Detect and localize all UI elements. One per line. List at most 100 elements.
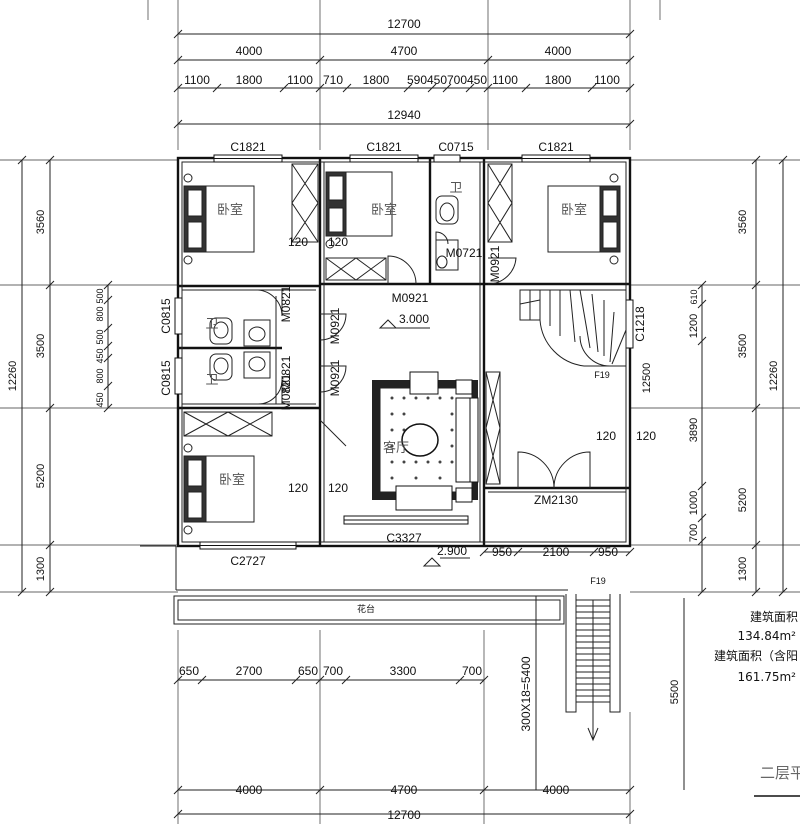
terrace-dim-right: 950 [598, 545, 618, 559]
window-label-9: C3327 [386, 531, 422, 545]
dim-bottom-bay-3: 4000 [543, 783, 570, 797]
dim-left-inner-6: 450 [95, 392, 105, 407]
dim-top-detail-10: 1100 [492, 73, 518, 87]
windows-left [174, 297, 634, 395]
door-label-2: M0921 [328, 307, 342, 344]
dim-left-inner-5: 800 [95, 368, 105, 383]
dim-right-total: 12260 [768, 361, 780, 392]
dim-top-bay-3: 4000 [545, 44, 572, 58]
level-main: 3.000 [399, 312, 429, 326]
dim-bottom-detail-1: 650 [179, 664, 199, 678]
room-label-bath-3: 卫 [205, 373, 218, 388]
area-label-1: 建筑面积 [750, 609, 798, 624]
dim-right-inner-1: 610 [689, 289, 699, 304]
dim-right-1: 3560 [737, 210, 749, 234]
window-label-7: C1218 [633, 306, 647, 342]
terrace-dim-left: 950 [492, 545, 512, 559]
dim-left-inner-1: 500 [95, 288, 105, 303]
door-label-8: M0821 [279, 373, 293, 410]
dim-bottom-detail-4: 700 [323, 664, 343, 678]
dim-bottom-overall: 12700 [387, 808, 421, 822]
dim-top-detail-4: 710 [323, 73, 343, 87]
window-label-4: C1821 [538, 140, 574, 154]
bed-bottom-left [183, 443, 255, 535]
dim-left-inner-2: 800 [95, 306, 105, 321]
bed-top-right [547, 173, 621, 265]
dim-top-bay-2: 4700 [391, 44, 418, 58]
dim-right-inner-5: 700 [688, 524, 700, 542]
left-dimension-lines [17, 155, 113, 597]
room-label-bath-1: 卫 [449, 181, 462, 196]
balcony-and-planter [140, 545, 568, 625]
window-label-8: C2727 [230, 554, 266, 568]
room-label-bedroom-3: 卧室 [561, 202, 587, 218]
terrace-dimension-lines [479, 547, 635, 557]
level-marks [378, 319, 470, 567]
offset-label-1: 120 [288, 235, 308, 249]
area-value-1: 134.84m² [738, 629, 797, 643]
dim-bottom-bay-2: 4700 [391, 783, 418, 797]
dim-left-1: 3560 [35, 210, 47, 234]
dim-top-overall: 12700 [387, 17, 421, 31]
dim-bottom-detail-2: 2700 [236, 664, 263, 678]
room-label-bath-2: 卫 [205, 317, 218, 332]
door-label-4: M0921 [488, 245, 502, 282]
dim-top-detail-5: 1800 [363, 73, 390, 87]
dim-top-bay-1: 4000 [236, 44, 263, 58]
dim-right-stair-run: 5500 [669, 680, 681, 704]
dim-top-detail-12: 1100 [594, 73, 620, 87]
dim-top-detail-1: 1100 [184, 73, 210, 87]
room-label-bedroom-2: 卧室 [371, 202, 397, 218]
area-value-2: 161.75m² [738, 670, 797, 684]
dim-left-3: 5200 [35, 464, 47, 488]
offset-label-5: 120 [596, 429, 616, 443]
window-label-6: C0815 [159, 360, 173, 396]
dim-bottom-detail-3: 650 [298, 664, 318, 678]
bottom-grid-lines [177, 630, 631, 824]
bed-top-mid [325, 171, 393, 249]
window-label-3: C0715 [438, 140, 474, 154]
offset-label-6: 120 [636, 429, 656, 443]
offset-label-4: 120 [328, 481, 348, 495]
room-label-bedroom-4: 卧室 [219, 472, 245, 488]
door-label-1: M0921 [392, 291, 429, 305]
dim-right-3: 5200 [737, 488, 749, 512]
stair-formula: 300X18=5400 [519, 656, 533, 731]
dim-bottom-detail-5: 3300 [390, 664, 417, 678]
door-label-5: M0921 [328, 359, 342, 396]
right-dimension-lines [683, 155, 788, 790]
dim-left-4: 1300 [35, 557, 47, 581]
dim-bottom-detail-6: 700 [462, 664, 482, 678]
dim-top-detail-7: 450 [427, 73, 447, 87]
drawing-title: 二层平 [760, 764, 800, 782]
dim-right-4: 1300 [737, 557, 749, 581]
top-grid-lines [147, 0, 661, 150]
room-label-living: 客厅 [383, 440, 409, 456]
dim-right-inner-2: 1200 [688, 314, 700, 338]
window-label-5: C0815 [159, 298, 173, 334]
exterior-stair [565, 594, 621, 742]
bottom-dimension-lines [173, 675, 635, 819]
top-dimension-lines [173, 29, 635, 129]
dim-top-wall-total: 12940 [387, 108, 421, 122]
spiral-stair [519, 289, 627, 367]
planter-label: 花台 [357, 603, 375, 614]
stair-label-upper: F19 [594, 370, 610, 380]
dim-left-2: 3500 [35, 334, 47, 358]
dim-left-inner-4: 450 [95, 348, 105, 363]
window-label-2: C1821 [366, 140, 402, 154]
dim-top-detail-8: 700 [447, 73, 467, 87]
bed-top-left [183, 173, 255, 265]
door-label-9: ZM2130 [534, 493, 578, 507]
living-room-furniture [372, 371, 479, 511]
wardrobes [183, 163, 513, 485]
offset-label-3: 120 [288, 481, 308, 495]
dim-right-inner-4: 1000 [688, 491, 700, 515]
horizontal-grid-lines [0, 159, 800, 593]
dim-right-2: 3500 [737, 334, 749, 358]
door-label-7: M0821 [279, 355, 293, 392]
dim-top-detail-6: 590 [407, 73, 427, 87]
door-label-3: M0721 [446, 246, 483, 260]
title-box [754, 758, 800, 824]
